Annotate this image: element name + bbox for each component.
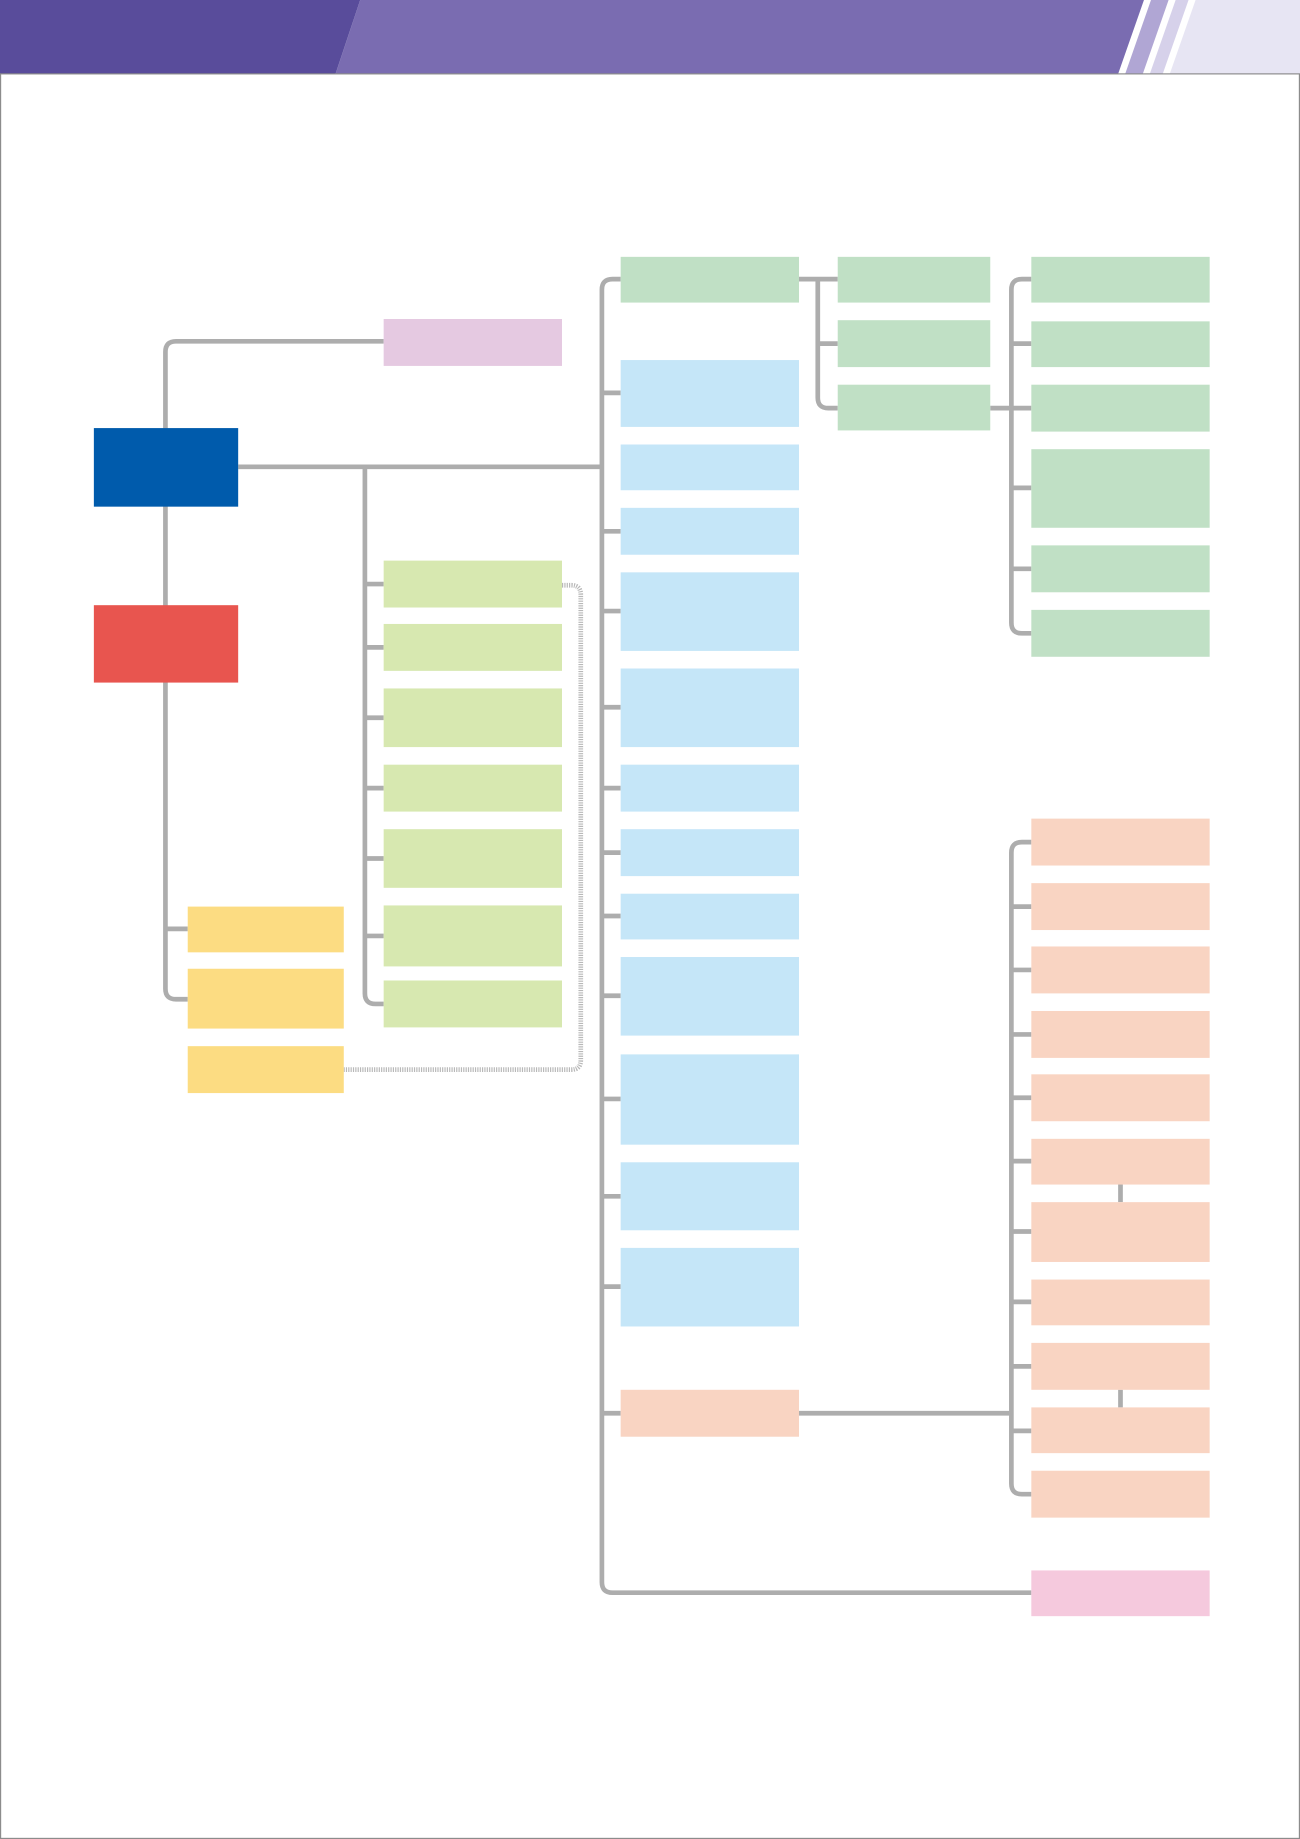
upper-tree-root-node (620, 256, 800, 303)
sub-node-2 (383, 623, 563, 671)
main-node-1 (620, 360, 800, 427)
header-stripe-1 (1125, 0, 1169, 74)
lower-leaf-node-4 (1031, 1010, 1210, 1058)
sub-node-3 (383, 688, 563, 748)
upper-leaf-node-3 (1031, 384, 1210, 432)
side-node-1 (187, 906, 344, 953)
header-stripe-2 (1149, 0, 1189, 74)
lower-tree-root-node (620, 1389, 800, 1437)
main-node-8 (620, 893, 800, 940)
top-branch-node (383, 319, 563, 366)
sub-node-6 (383, 905, 563, 967)
main-node-5 (620, 668, 800, 748)
upper-mid-node-3 (837, 384, 991, 431)
lower-leaf-node-10 (1031, 1407, 1210, 1454)
upper-leaf-node-1 (1031, 256, 1210, 303)
connector-lines (163, 276, 1123, 1596)
main-node-7 (620, 829, 800, 877)
main-node-6 (620, 764, 800, 812)
sub-node-4 (383, 764, 563, 812)
upper-mid-node-2 (837, 320, 991, 368)
upper-mid-node-1 (837, 256, 991, 303)
header-banner (0, 0, 1300, 74)
lower-leaf-node-9 (1031, 1342, 1210, 1390)
main-node-11 (620, 1162, 800, 1231)
lower-leaf-node-3 (1031, 946, 1210, 994)
lower-leaf-node-6 (1031, 1138, 1210, 1185)
main-node-12 (620, 1247, 800, 1327)
lower-leaf-node-7 (1031, 1202, 1210, 1262)
sub-node-1 (383, 560, 563, 608)
side-node-2 (187, 968, 344, 1029)
secondary-root-node (93, 605, 239, 683)
lower-leaf-node-1 (1031, 818, 1210, 866)
main-node-10 (620, 1054, 800, 1145)
main-node-3 (620, 507, 800, 555)
lower-leaf-node-2 (1031, 883, 1210, 931)
main-node-2 (620, 444, 800, 491)
upper-leaf-node-2 (1031, 321, 1210, 368)
lower-leaf-node-8 (1031, 1279, 1210, 1326)
sub-node-5 (383, 829, 563, 888)
bottom-node (1031, 1570, 1210, 1617)
side-node-3 (187, 1046, 344, 1094)
header-dark-band (0, 0, 361, 74)
lower-leaf-node-11 (1031, 1470, 1210, 1518)
header-light-band (1169, 0, 1300, 74)
upper-leaf-node-4 (1031, 449, 1210, 528)
root-node (93, 428, 239, 507)
upper-leaf-node-5 (1031, 545, 1210, 593)
main-node-4 (620, 572, 800, 651)
sub-node-7 (383, 980, 563, 1028)
main-node-9 (620, 957, 800, 1036)
upper-leaf-node-6 (1031, 609, 1210, 657)
lower-leaf-node-5 (1031, 1074, 1210, 1122)
page-border (0, 73, 1300, 1839)
header-medium-band (335, 0, 1144, 74)
